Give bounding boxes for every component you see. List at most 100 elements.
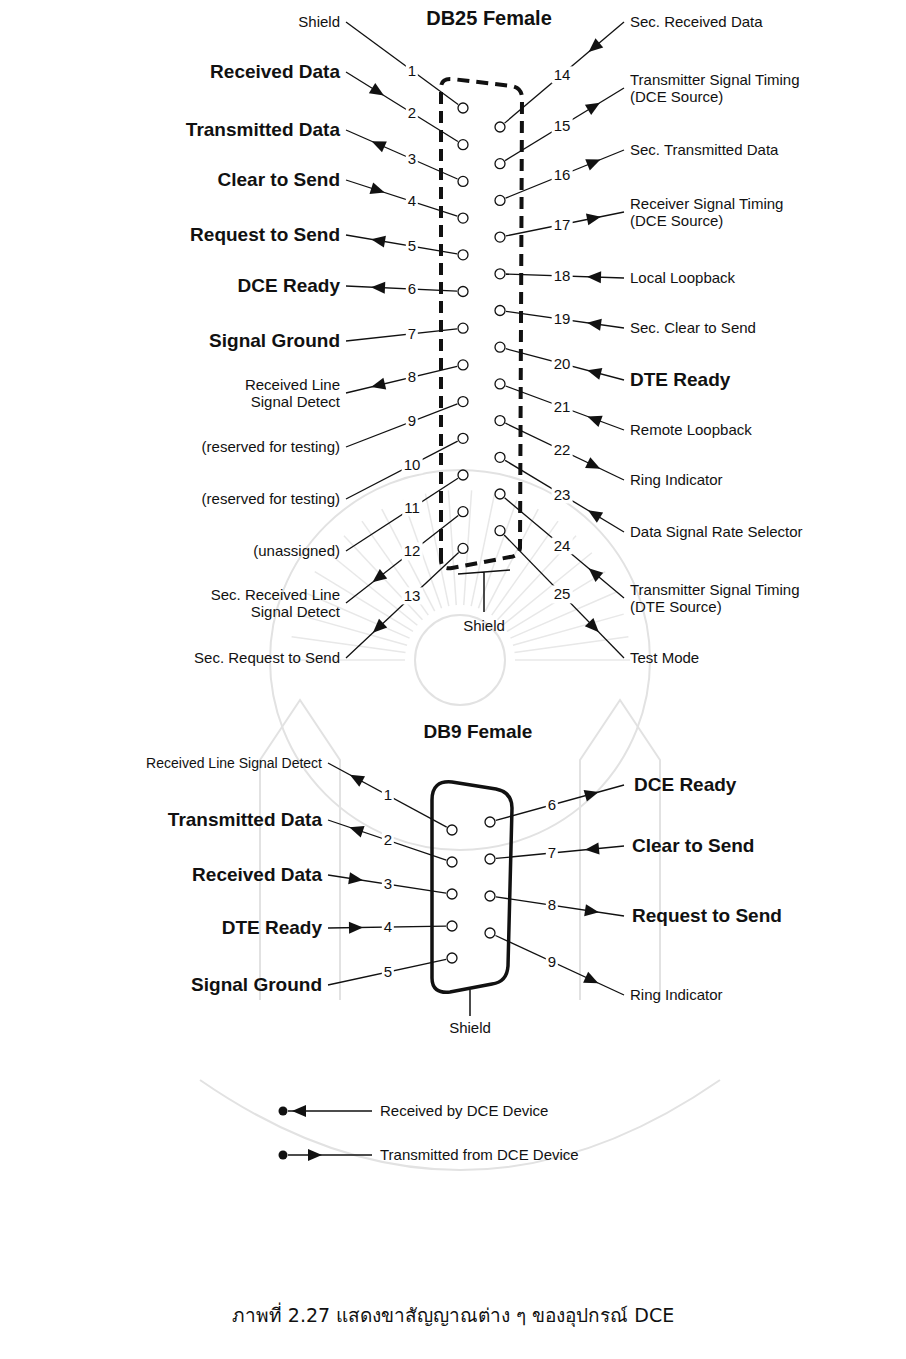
pin-hole [458, 543, 468, 553]
signal-name: Received Line Signal Detect [222, 376, 340, 411]
pin-hole [447, 857, 457, 867]
seal-ray [498, 536, 576, 620]
leader-line [328, 959, 446, 985]
pin-number: 6 [546, 796, 558, 813]
pin-hole [485, 817, 495, 827]
signal-name: Signal Ground [191, 974, 322, 996]
signal-name: Clear to Send [218, 169, 340, 191]
legend-arrow [308, 1149, 322, 1161]
pin-hole [495, 269, 505, 279]
seal-ray [382, 509, 435, 611]
signal-name: Remote Loopback [630, 421, 752, 438]
pin-number: 21 [552, 398, 573, 415]
signal-name: Shield [449, 1019, 491, 1036]
signal-arrow [585, 159, 600, 170]
pin-hole [458, 397, 468, 407]
leader-line [328, 875, 446, 893]
signal-name: Sec. Received Line Signal Detect [190, 586, 340, 621]
signal-name: DCE Ready [634, 774, 736, 796]
signal-arrow [584, 790, 599, 802]
pin-holes [447, 103, 505, 963]
signal-arrow [586, 214, 601, 226]
leader-lines [328, 22, 624, 995]
signal-name: Transmitter Signal Timing (DTE Source) [630, 581, 825, 616]
pin-hole [495, 452, 505, 462]
pin-number: 8 [546, 897, 558, 914]
pin-number: 9 [546, 953, 558, 970]
leader-line [346, 478, 458, 551]
signal-name: (reserved for testing) [202, 490, 340, 507]
signal-name: Transmitter Signal Timing (DCE Source) [630, 71, 825, 106]
pin-number: 5 [406, 238, 418, 255]
signal-arrow [372, 141, 387, 152]
leader-line [496, 846, 624, 858]
pin-hole [495, 159, 505, 169]
seal-ray [425, 494, 448, 607]
signal-arrow [350, 775, 365, 787]
signal-name: Ring Indicator [630, 986, 723, 1003]
leader-line [505, 88, 624, 161]
signal-name: Signal Ground [209, 330, 340, 352]
pin-hole [495, 306, 505, 316]
seal-circle [415, 615, 505, 705]
pin-hole [495, 489, 505, 499]
seal-ray [448, 490, 456, 605]
pin-number: 23 [552, 486, 573, 503]
pin-hole [458, 433, 468, 443]
pin-hole [458, 507, 468, 517]
pin-number: 19 [552, 311, 573, 328]
leader-line [346, 286, 457, 291]
signal-arrow [372, 569, 387, 582]
signal-arrow [369, 83, 384, 95]
pin-hole [495, 122, 505, 132]
signal-name: DB25 Female [426, 7, 552, 30]
shield-leader [469, 990, 471, 1016]
signal-name: Data Signal Rate Selector [630, 523, 803, 540]
signal-name: Clear to Send [632, 835, 754, 857]
leader-line [346, 180, 457, 216]
signal-name: DCE Ready [238, 275, 340, 297]
leader-line [506, 386, 624, 430]
signal-name: Local Loopback [630, 269, 735, 286]
pin-number: 8 [406, 369, 418, 386]
seal-ray [515, 659, 630, 661]
leader-line [506, 212, 624, 236]
signal-name: Request to Send [632, 905, 782, 927]
signal-arrow [585, 457, 600, 468]
pin-hole [458, 360, 468, 370]
pin-number: 2 [382, 832, 394, 849]
signal-name: Ring Indicator [630, 471, 723, 488]
seal-ray [344, 536, 422, 620]
legend-line [288, 1154, 372, 1155]
pin-hole [485, 854, 495, 864]
signal-arrow [584, 904, 599, 916]
pin-number: 3 [406, 150, 418, 167]
pin-hole [447, 889, 457, 899]
signal-arrow [373, 619, 387, 633]
leader-line [505, 498, 624, 598]
signal-arrow [585, 103, 600, 115]
leader-line [506, 311, 624, 328]
legend-dot [279, 1151, 288, 1160]
signal-arrow [587, 368, 602, 380]
leader-line [346, 553, 459, 658]
leader-line [505, 460, 624, 532]
leader-line [506, 150, 624, 198]
pin-number: 16 [552, 167, 573, 184]
leader-line [346, 72, 458, 142]
signal-name: Transmitted Data [186, 119, 340, 141]
signal-name: Sec. Transmitted Data [630, 141, 778, 158]
pin-number: 22 [552, 442, 573, 459]
pin-number: 4 [382, 918, 394, 935]
signal-name: Received Data [192, 864, 322, 886]
signal-name: Request to Send [190, 224, 340, 246]
pin-number: 4 [406, 193, 418, 210]
pin-hole [458, 470, 468, 480]
legend-samples [279, 1105, 373, 1161]
pin-number: 10 [402, 456, 423, 473]
pin-number: 1 [382, 787, 394, 804]
seal-ray [507, 572, 605, 632]
leader-line [346, 235, 457, 254]
signal-arrow [587, 319, 602, 331]
pin-hole [458, 140, 468, 150]
